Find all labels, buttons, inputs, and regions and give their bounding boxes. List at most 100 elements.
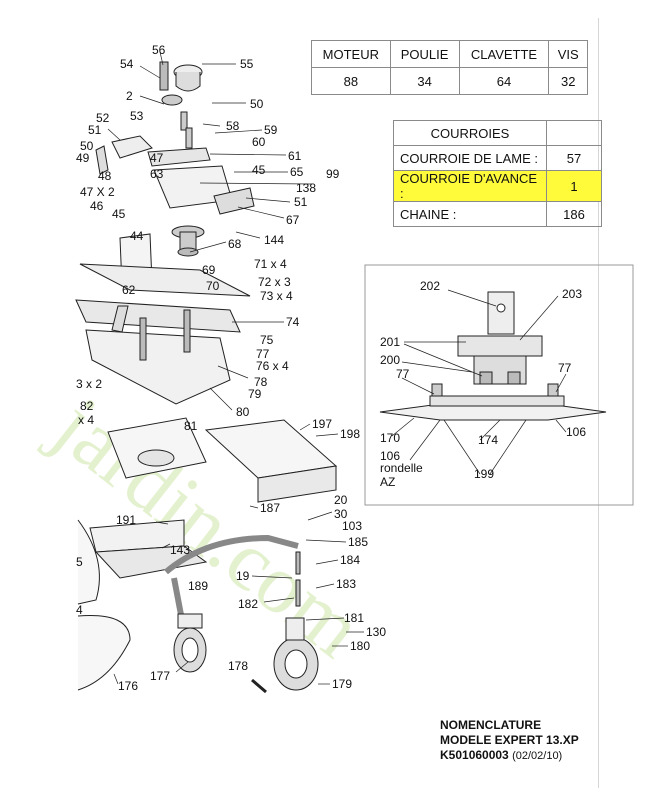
spec-header-vis: VIS xyxy=(548,40,588,68)
part-axle-tube xyxy=(164,534,299,575)
callout-144: 144 xyxy=(264,233,284,247)
detail-callout-203: 203 xyxy=(562,287,582,301)
callout-47: 47 xyxy=(150,151,164,165)
callout-44: 44 xyxy=(130,229,144,243)
callout-184: 184 xyxy=(340,553,360,567)
part-deck-plate xyxy=(107,417,207,479)
callout-52: 52 xyxy=(96,111,110,125)
belt-row-label-avance: COURROIE D'AVANCE : xyxy=(393,170,547,202)
callout-x4: x 4 xyxy=(78,413,94,427)
callout-71x4: 71 x 4 xyxy=(254,257,287,271)
detail-bearing-right xyxy=(507,371,521,385)
callout-51: 51 xyxy=(88,123,102,137)
callout-53: 53 xyxy=(130,109,144,123)
part-blade-guard xyxy=(77,615,131,691)
detail-callout-77b: 77 xyxy=(558,361,572,375)
detail-blade-holder xyxy=(429,395,565,407)
callout-30: 30 xyxy=(334,507,348,521)
part-lever xyxy=(79,263,251,297)
sheet-edge xyxy=(598,18,599,788)
belt-row-value-lame: 57 xyxy=(546,145,602,171)
callout-103: 103 xyxy=(342,519,362,533)
belt-table-title: COURROIES xyxy=(393,120,547,146)
spec-value-clavette: 64 xyxy=(458,67,550,95)
callout-198: 198 xyxy=(340,427,360,441)
part-key xyxy=(159,61,169,91)
callout-178: 178 xyxy=(228,659,248,673)
callout-143: 143 xyxy=(170,543,190,557)
belt-row-label-chaine: CHAINE : xyxy=(393,201,547,227)
callout-65: 65 xyxy=(290,165,304,179)
callout-47x2: 47 X 2 xyxy=(80,185,115,199)
callout-45b: 45 xyxy=(112,207,126,221)
callout-19: 19 xyxy=(236,569,250,583)
callout-76x4: 76 x 4 xyxy=(256,359,289,373)
detail-callout-174: 174 xyxy=(478,433,498,447)
detail-callout-170: 170 xyxy=(380,431,400,445)
callout-51b: 51 xyxy=(294,195,308,209)
callout-74: 74 xyxy=(286,315,300,329)
spec-header-moteur: MOTEUR xyxy=(311,40,391,68)
callout-45: 45 xyxy=(252,163,266,177)
callout-2: 2 xyxy=(126,89,133,103)
callout-82: 82 xyxy=(80,399,94,413)
detail-callout-199: 199 xyxy=(474,467,494,481)
belt-row-label-lame: COURROIE DE LAME : xyxy=(393,145,547,171)
callout-54: 54 xyxy=(120,57,134,71)
callout-4: 4 xyxy=(76,603,83,617)
callout-79: 79 xyxy=(248,387,262,401)
callout-130: 130 xyxy=(366,625,386,639)
footer-date: (02/02/10) xyxy=(512,750,563,762)
callout-56: 56 xyxy=(152,43,166,57)
callout-187: 187 xyxy=(260,501,280,515)
callout-20: 20 xyxy=(334,493,348,507)
callout-179: 179 xyxy=(332,677,352,691)
callout-75: 75 xyxy=(260,333,274,347)
detail-callout-201: 201 xyxy=(380,335,400,349)
footer-block: NOMENCLATURE MODELE EXPERT 13.XP K501060… xyxy=(440,718,579,764)
callout-3x2: 3 x 2 xyxy=(76,377,102,391)
callout-59: 59 xyxy=(264,123,278,137)
callout-177: 177 xyxy=(150,669,170,683)
callout-180: 180 xyxy=(350,639,370,653)
detail-inset: 202 203 201 200 77 77 170 174 106 106 ro… xyxy=(364,264,634,506)
spec-value-moteur: 88 xyxy=(311,67,391,95)
footer-code: K501060003 xyxy=(440,748,509,762)
footer-title: NOMENCLATURE xyxy=(440,718,542,732)
callout-138: 138 xyxy=(296,181,316,195)
callout-77: 77 xyxy=(256,347,270,361)
detail-callout-202: 202 xyxy=(420,279,440,293)
callout-176: 176 xyxy=(118,679,138,693)
detail-housing xyxy=(457,335,543,357)
detail-callout-106b: 106 xyxy=(380,449,400,463)
detail-callout-77a: 77 xyxy=(396,367,410,381)
callout-80: 80 xyxy=(236,405,250,419)
callout-46: 46 xyxy=(90,199,104,213)
detail-callout-rondelle: rondelle xyxy=(380,461,423,475)
callout-60: 60 xyxy=(252,135,266,149)
callout-197: 197 xyxy=(312,417,332,431)
callout-70: 70 xyxy=(206,279,220,293)
callout-189: 189 xyxy=(188,579,208,593)
callout-5: 5 xyxy=(76,555,83,569)
part-bracket xyxy=(111,135,153,159)
part-chassis-frame xyxy=(85,329,231,405)
belt-row-value-chaine: 186 xyxy=(546,201,602,227)
callout-181: 181 xyxy=(344,611,364,625)
callout-69: 69 xyxy=(202,263,216,277)
callout-72x3: 72 x 3 xyxy=(258,275,291,289)
callout-183: 183 xyxy=(336,577,356,591)
detail-callout-200: 200 xyxy=(380,353,400,367)
belt-row-value-avance: 1 xyxy=(546,170,602,202)
detail-shaft xyxy=(487,291,515,335)
detail-callout-az: AZ xyxy=(380,475,395,489)
footer-model: MODELE EXPERT 13.XP xyxy=(440,733,579,747)
callout-58: 58 xyxy=(226,119,240,133)
callout-68: 68 xyxy=(228,237,242,251)
callout-49: 49 xyxy=(76,151,90,165)
callout-78: 78 xyxy=(254,375,268,389)
callout-67: 67 xyxy=(286,213,300,227)
spec-table: MOTEUR POULIE CLAVETTE VIS 88 34 64 32 xyxy=(311,40,588,95)
belt-table-title-empty xyxy=(546,120,602,146)
callout-182: 182 xyxy=(238,597,258,611)
